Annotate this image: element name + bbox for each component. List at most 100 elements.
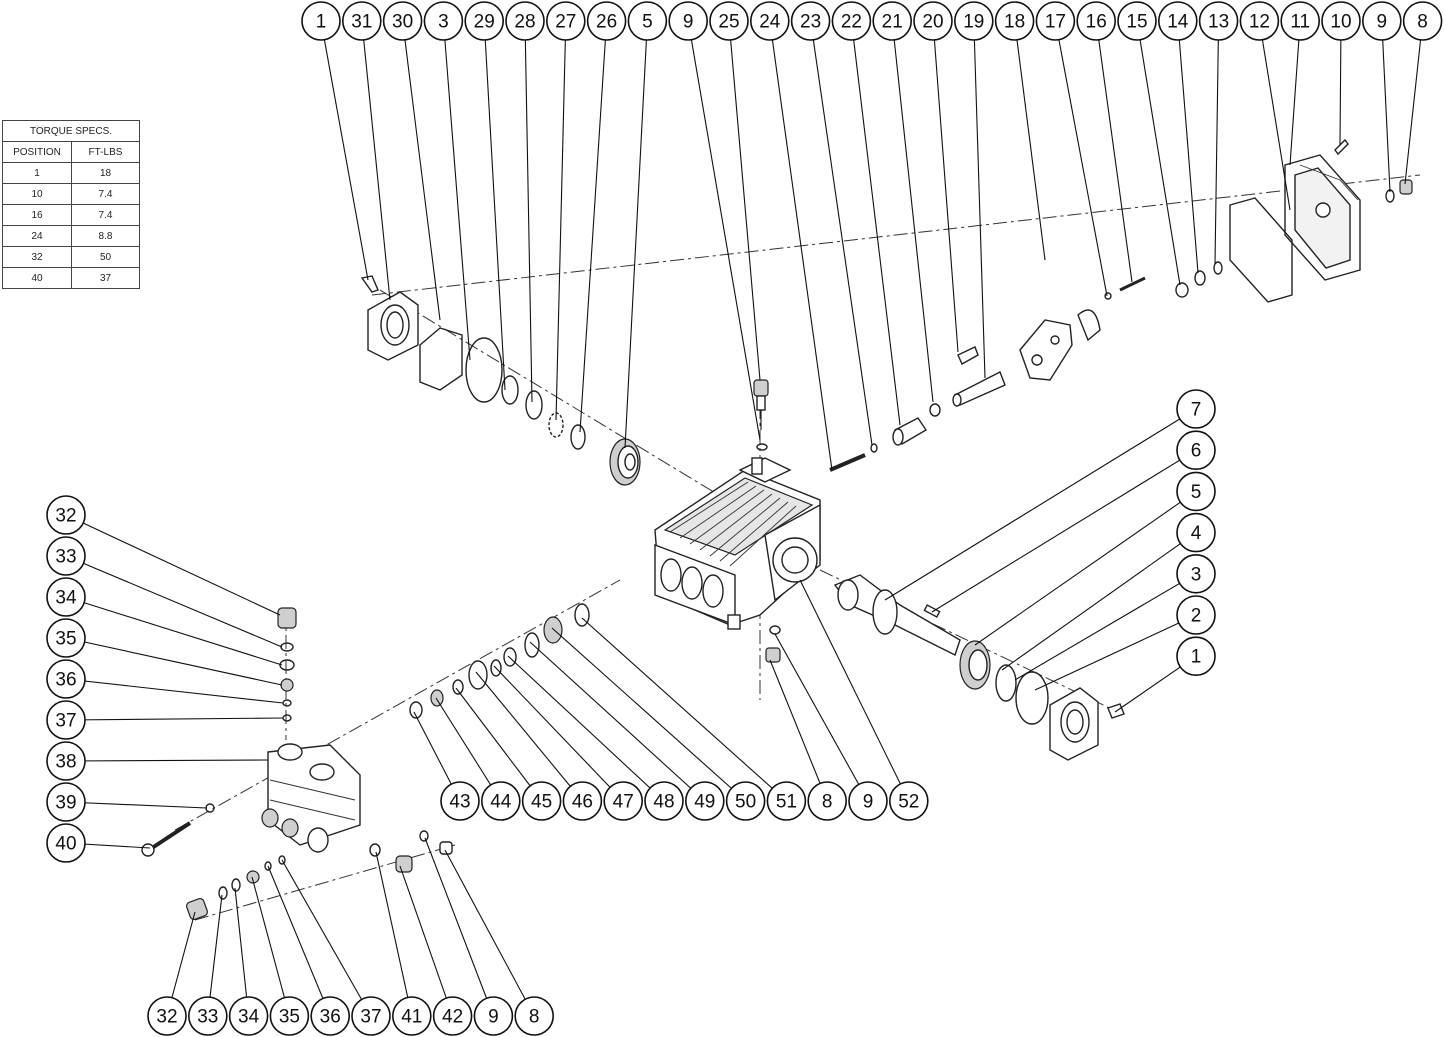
callout-leader-line (551, 627, 746, 802)
plug (1399, 179, 1413, 195)
callout-number: 5 (642, 12, 653, 33)
callout-leader-line (932, 20, 959, 353)
callout-leader-line (973, 20, 986, 379)
callout-number: 49 (694, 792, 715, 813)
callout-number: 3 (1191, 564, 1202, 585)
callout-leader-line (884, 408, 1197, 601)
callout-number: 47 (613, 792, 634, 813)
callout-leader-line (728, 20, 761, 381)
rod-pin (829, 453, 866, 472)
callout-leader-line (1177, 20, 1199, 274)
callout-number: 22 (841, 12, 862, 33)
callout-bubble-41: 41 (391, 996, 432, 1036)
callout-bubble-52: 52 (888, 781, 929, 821)
callout-bubble-2: 2 (1176, 595, 1216, 635)
callout-bubble-32: 32 (147, 996, 187, 1036)
callout-leader-line (65, 514, 281, 616)
callout-number: 9 (1377, 12, 1388, 33)
cover-gasket (1229, 197, 1293, 303)
callout-leader-line (361, 20, 391, 301)
callout-leader-line (1339, 20, 1342, 146)
callout-leader-line (65, 801, 208, 809)
callout-number: 39 (55, 793, 76, 814)
callout-bubble-32: 32 (46, 495, 86, 535)
callout-number: 27 (555, 12, 576, 33)
callout-number: 35 (279, 1007, 300, 1028)
callout-number: 48 (653, 792, 674, 813)
callout-number: 23 (800, 12, 821, 33)
callout-leader-line (799, 579, 910, 802)
callout-leader-line (65, 555, 283, 648)
rod-washer (1104, 292, 1112, 300)
callout-bubble-9: 9 (473, 996, 514, 1036)
callout-bubble-48: 48 (644, 781, 684, 821)
callout-leader-line (1014, 20, 1046, 261)
callout-bubble-47: 47 (603, 781, 644, 821)
callout-number: 6 (1191, 441, 1202, 462)
callout-number: 46 (572, 792, 593, 813)
callout-leader-line (891, 20, 934, 403)
callout-number: 2 (1191, 606, 1202, 627)
callout-number: 20 (922, 12, 943, 33)
callout-bubble-6: 6 (1176, 430, 1216, 471)
callout-number: 16 (1086, 12, 1107, 33)
callout-number: 28 (514, 12, 535, 33)
screw-left (360, 275, 379, 293)
callout-bubble-34: 34 (228, 996, 269, 1036)
callout-number: 9 (863, 792, 874, 813)
callout-leader-line (65, 637, 283, 686)
callout-number: 4 (1191, 523, 1202, 544)
callout-leader-line (475, 671, 583, 802)
callout-bubble-21: 21 (872, 1, 913, 41)
callout-bubble-12: 12 (1239, 1, 1280, 41)
callout-bubble-16: 16 (1076, 1, 1116, 41)
callout-leader-line (65, 717, 284, 721)
callout-bubble-37: 37 (46, 700, 86, 740)
callout-number: 9 (488, 1007, 499, 1028)
o-ring (769, 625, 781, 635)
callout-leader-line (399, 865, 454, 1017)
torque-value: 8.8 (71, 225, 140, 247)
o-ring (490, 659, 502, 677)
callout-leader-line (65, 678, 284, 704)
callout-leader-line (529, 641, 706, 802)
callout-leader-line (1054, 20, 1108, 297)
seal (409, 701, 423, 719)
callout-bubble-31: 31 (341, 1, 382, 41)
connecting-rod (1019, 309, 1101, 381)
o-ring (1015, 671, 1049, 725)
callout-number: 41 (401, 1007, 422, 1028)
callout-leader-line (1034, 614, 1197, 691)
callout-leader-line (581, 617, 787, 802)
callout-leader-line (435, 697, 502, 802)
callout-leader-line (931, 449, 1197, 613)
callout-leader-line (281, 859, 372, 1017)
callout-bubble-23: 23 (790, 1, 831, 41)
callout-number: 25 (718, 12, 739, 33)
callout-number: 43 (449, 792, 470, 813)
callout-bubble-13: 13 (1198, 1, 1239, 41)
callout-leader-line (555, 20, 567, 421)
drain-plug (765, 647, 781, 663)
seal (1194, 270, 1206, 286)
callout-number: 40 (55, 834, 76, 855)
callout-leader-line (850, 20, 901, 426)
seal-ring (525, 390, 543, 420)
callout-number: 3 (438, 12, 449, 33)
seal (430, 689, 444, 707)
callout-bubble-3: 3 (423, 1, 464, 41)
callout-bubble-20: 20 (913, 1, 953, 41)
plug (439, 841, 453, 855)
callout-bubble-36: 36 (310, 996, 351, 1036)
callout-bubble-9: 9 (848, 781, 888, 821)
callout-leader-line (524, 20, 533, 403)
callout-number: 30 (392, 12, 413, 33)
seal-ring (995, 664, 1017, 702)
callout-leader-line (1258, 20, 1291, 211)
callout-leader-line (687, 20, 761, 441)
callout-bubble-4: 4 (1176, 512, 1216, 553)
callout-leader-line (267, 865, 331, 1017)
